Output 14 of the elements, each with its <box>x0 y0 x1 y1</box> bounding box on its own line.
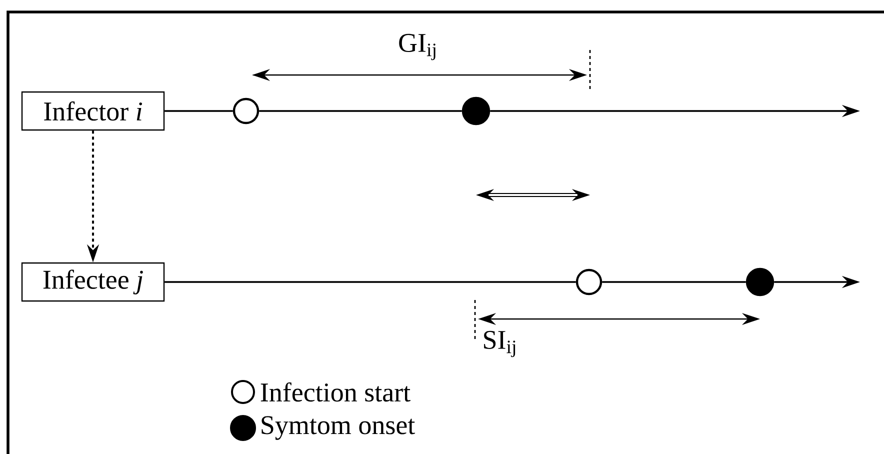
start-dot <box>576 268 602 296</box>
timeline <box>164 281 576 283</box>
person-box: Infectee j <box>21 262 165 302</box>
timeline <box>602 281 746 283</box>
start-dot <box>232 98 260 124</box>
onset-dot <box>746 268 774 296</box>
interval-label: SI$_{ij}$ <box>484 330 516 358</box>
person-box: Infector i <box>21 91 165 131</box>
timeline <box>259 110 462 112</box>
interval-label: GI$_{ij}$ <box>399 34 436 60</box>
legend-text: Symtom onset <box>262 416 416 440</box>
legend-text: Infection start <box>260 382 410 402</box>
timeline <box>164 110 233 112</box>
onset-dot <box>462 96 490 126</box>
